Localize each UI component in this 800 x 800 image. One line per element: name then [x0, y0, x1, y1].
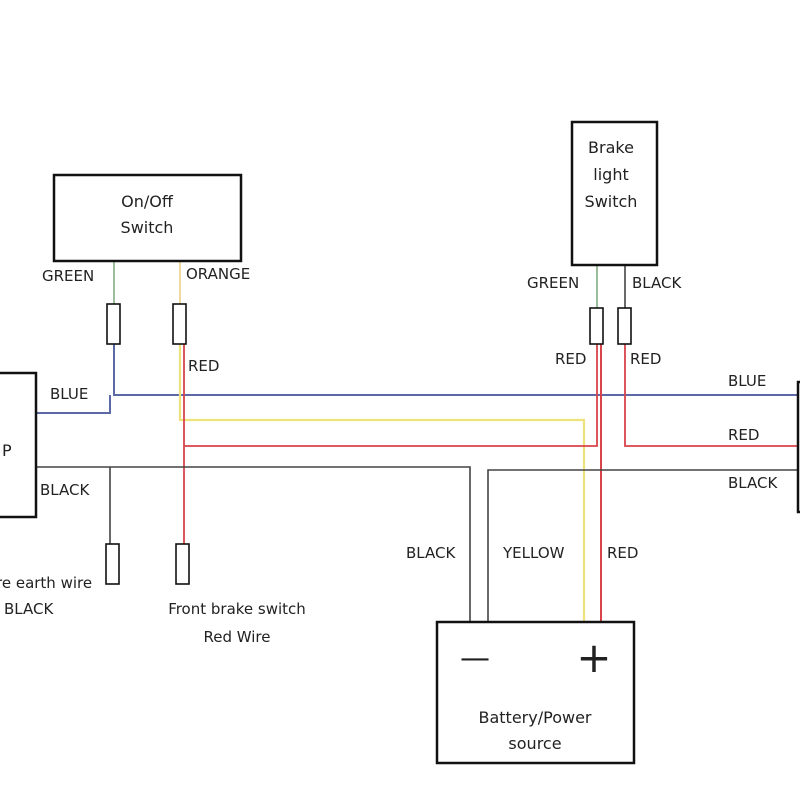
note-earth-wire-line2: BLACK	[4, 600, 54, 618]
connector-front-brake	[175, 543, 190, 585]
label-right-black: BLACK	[728, 474, 778, 492]
note-earth-wire-line1: re earth wire	[0, 574, 92, 592]
red-wire-cross	[184, 344, 598, 447]
label-right-red: RED	[728, 426, 759, 444]
connector-black-brake	[617, 307, 632, 345]
battery-plus-symbol: +	[576, 633, 611, 682]
label-battery-yellow: YELLOW	[502, 544, 565, 562]
onoff-switch-label-line2: Switch	[121, 218, 174, 237]
battery-label-line1: Battery/Power	[479, 708, 592, 727]
right-unit-box	[796, 380, 800, 514]
label-left-blue: BLUE	[50, 385, 88, 403]
black-wire-right	[487, 469, 800, 622]
note-front-brake-line2: Red Wire	[203, 628, 270, 646]
battery-box	[435, 620, 636, 765]
yellow-wire	[178, 344, 586, 622]
black-wire-left	[36, 466, 471, 622]
label-battery-red: RED	[607, 544, 638, 562]
blue-wire-left-stub	[36, 395, 111, 414]
red-wire-right	[624, 344, 800, 447]
left-unit-label: P	[2, 441, 12, 460]
battery-label-line2: source	[508, 734, 561, 753]
brake-switch-label-line2: light	[593, 165, 628, 184]
brake-switch-label-line3: Switch	[585, 192, 638, 211]
onoff-switch-box	[52, 173, 243, 263]
connector-earth	[105, 543, 120, 585]
label-brake-green: GREEN	[527, 274, 579, 292]
label-red-under-brake-green: RED	[555, 350, 586, 368]
connector-green-onoff	[106, 303, 121, 345]
connector-green-brake	[589, 307, 604, 345]
label-battery-black: BLACK	[406, 544, 456, 562]
connector-orange-onoff	[172, 303, 187, 345]
onoff-switch-label-line1: On/Off	[121, 192, 174, 211]
note-front-brake-line1: Front brake switch	[168, 600, 306, 618]
left-unit-box	[0, 371, 38, 519]
label-onoff-green: GREEN	[42, 267, 94, 285]
label-red-under-brake-black: RED	[630, 350, 661, 368]
label-right-blue: BLUE	[728, 372, 766, 390]
label-brake-black: BLACK	[632, 274, 682, 292]
brake-switch-label-line1: Brake	[588, 138, 634, 157]
battery-minus-symbol: —	[460, 641, 490, 676]
label-red-under-orange: RED	[188, 357, 219, 375]
blue-wire-main	[113, 344, 800, 396]
brake-light-switch-box	[570, 120, 659, 267]
label-onoff-orange: ORANGE	[186, 265, 250, 283]
label-left-black: BLACK	[40, 481, 90, 499]
